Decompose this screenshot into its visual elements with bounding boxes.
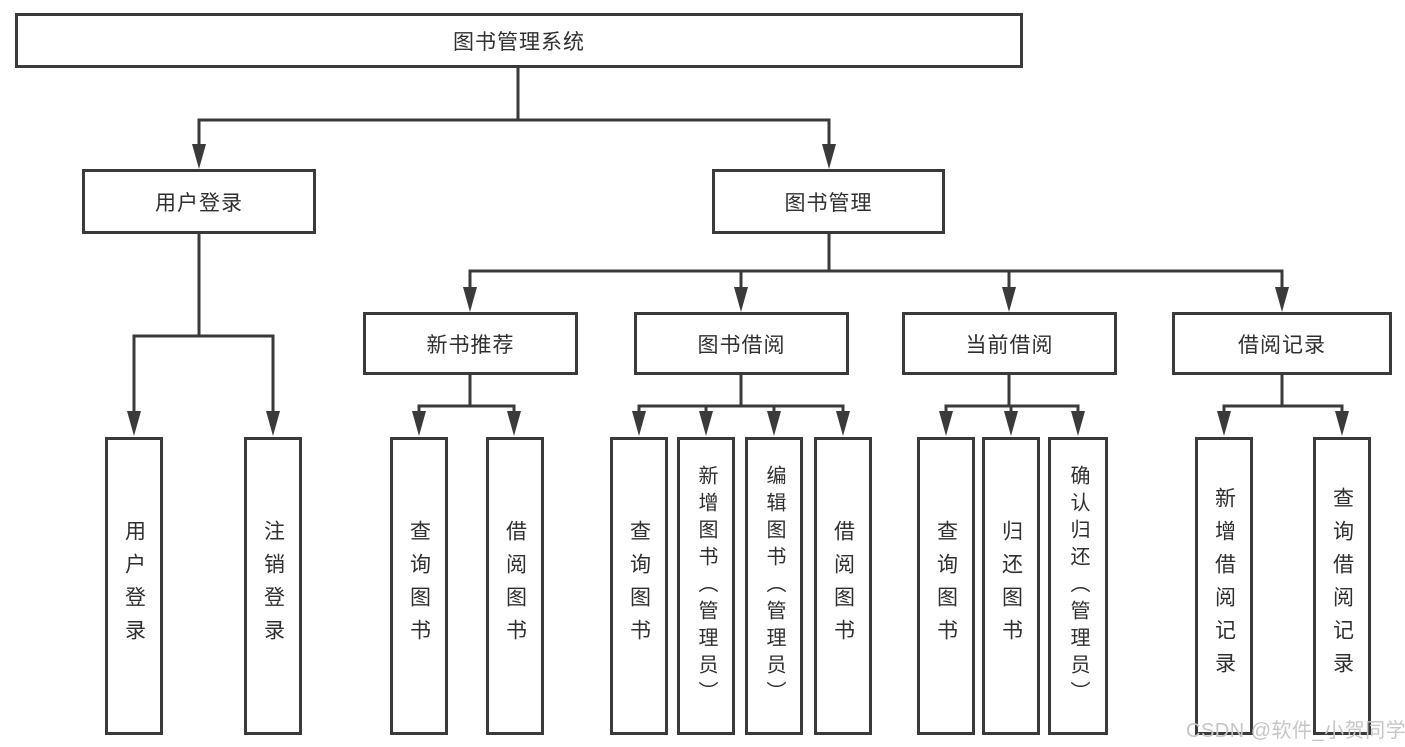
leaf-query-books-recommend: 查询图书 — [390, 437, 448, 735]
leaf-label: 查询图书 — [934, 520, 958, 652]
leaf-label: 注销登录 — [261, 520, 285, 652]
node-book-borrow: 图书借阅 — [634, 312, 849, 375]
leaf-label: 借阅图书 — [831, 520, 855, 652]
node-label: 新书推荐 — [426, 333, 515, 357]
leaf-label: 归还图书 — [999, 520, 1023, 652]
node-label: 图书管理系统 — [453, 30, 585, 54]
node-user-login-branch: 用户登录 — [82, 169, 316, 234]
leaf-add-borrow-record: 新增借阅记录 — [1195, 437, 1253, 735]
leaf-label: 新增借阅记录 — [1212, 487, 1236, 685]
node-label: 当前借阅 — [965, 333, 1054, 357]
node-new-book-recommend: 新书推荐 — [363, 312, 578, 375]
leaf-user-login: 用户登录 — [105, 437, 163, 735]
leaf-label: 确认归还（管理员） — [1067, 464, 1089, 708]
leaf-label: 查询图书 — [627, 520, 651, 652]
leaf-label: 编辑图书（管理员） — [763, 464, 785, 708]
node-label: 图书管理 — [784, 191, 873, 215]
leaf-query-borrow-record: 查询借阅记录 — [1313, 437, 1371, 735]
leaf-label: 查询借阅记录 — [1330, 487, 1354, 685]
leaf-edit-book-admin: 编辑图书（管理员） — [745, 437, 803, 735]
leaf-borrow-books-recommend: 借阅图书 — [486, 437, 544, 735]
leaf-return-book: 归还图书 — [982, 437, 1040, 735]
leaf-label: 用户登录 — [122, 520, 146, 652]
node-label: 图书借阅 — [697, 333, 786, 357]
node-borrow-records: 借阅记录 — [1172, 312, 1392, 375]
leaf-borrow-books: 借阅图书 — [814, 437, 872, 735]
node-root-system: 图书管理系统 — [15, 13, 1023, 68]
node-current-borrow: 当前借阅 — [902, 312, 1117, 375]
leaf-label: 借阅图书 — [503, 520, 527, 652]
node-book-management-branch: 图书管理 — [712, 169, 945, 234]
leaf-query-books-current: 查询图书 — [917, 437, 975, 735]
leaf-label: 新增图书（管理员） — [695, 464, 717, 708]
leaf-confirm-return-admin: 确认归还（管理员） — [1048, 437, 1108, 735]
leaf-add-book-admin: 新增图书（管理员） — [677, 437, 735, 735]
node-label: 用户登录 — [155, 191, 243, 215]
node-label: 借阅记录 — [1238, 333, 1326, 357]
leaf-logout: 注销登录 — [244, 437, 302, 735]
leaf-label: 查询图书 — [407, 520, 431, 652]
csdn-watermark: CSDN @软件_小贺同学 — [1186, 720, 1405, 742]
leaf-query-books-borrow: 查询图书 — [610, 437, 668, 735]
